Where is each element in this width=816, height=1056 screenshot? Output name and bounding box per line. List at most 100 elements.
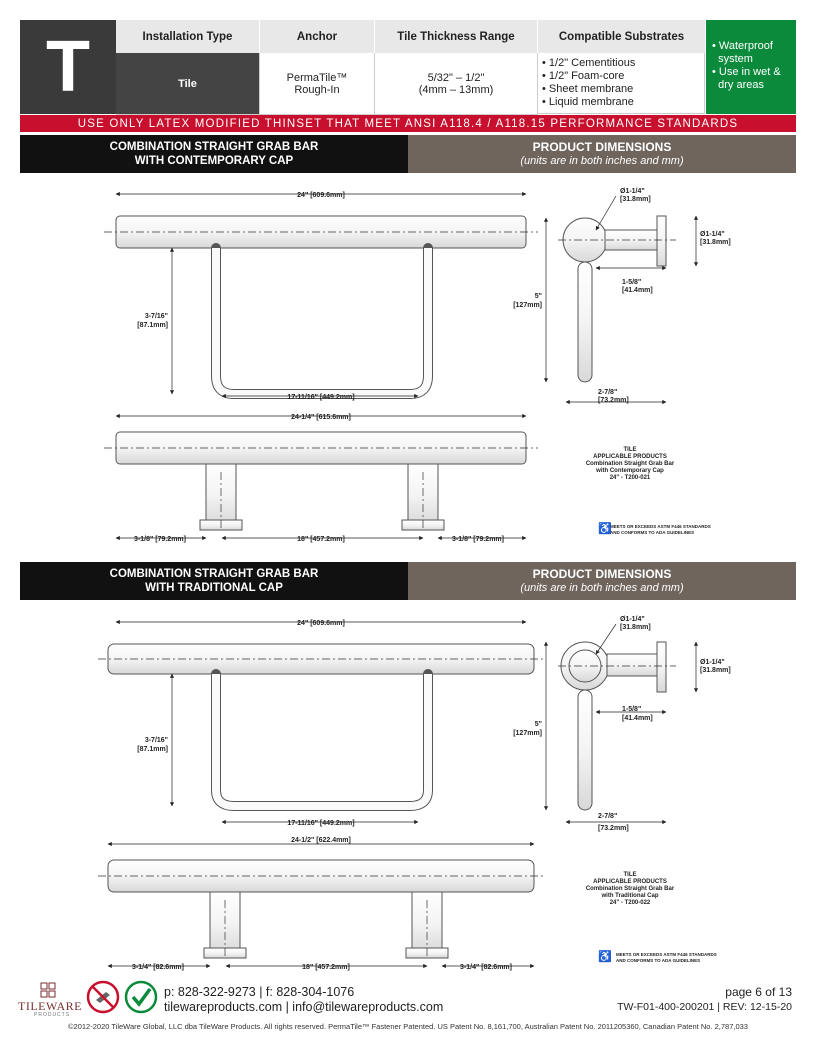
side-h-a: 5" <box>535 293 542 300</box>
side-dia-b: [31.8mm] <box>620 196 651 203</box>
dim-height-a-2: 3-7/16" <box>145 737 168 744</box>
side-depth-a: 2-7/8" <box>598 389 617 396</box>
side-flange <box>656 215 667 267</box>
side-dia2-a-2: Ø1-1/4" <box>700 659 725 666</box>
side-dia-a: Ø1-1/4" <box>620 188 645 195</box>
waterproof-box: • Waterproof system • Use in wet & dry a… <box>706 20 796 114</box>
footer-web[interactable]: tilewareproducts.com | info@tilewareprod… <box>164 1000 444 1014</box>
dim-left: 3-1/8" [79.2mm] <box>134 536 186 543</box>
doc-revision: TW-F01-400-200201 | REV: 12-15-20 <box>617 1001 792 1013</box>
side-h-b-2: [127mm] <box>513 730 542 737</box>
side-flange-2 <box>656 641 667 693</box>
green-line-4: dry areas <box>712 79 764 91</box>
section2-dims-header: PRODUCT DIMENSIONS (units are in both in… <box>408 562 796 600</box>
front-loop-fill <box>212 248 432 398</box>
col-header-anchor: Anchor <box>260 20 375 53</box>
side-post-2 <box>577 689 593 811</box>
dim-right-2: 3-1/4" [82.6mm] <box>460 964 512 971</box>
section2-dims-title: PRODUCT DIMENSIONS <box>532 567 672 581</box>
side-dia2-b: [31.8mm] <box>700 239 731 246</box>
product2-line-1: TILE <box>624 872 637 878</box>
thickness-line-1: 5/32" – 1/2" <box>427 71 485 84</box>
thinset-notice: USE ONLY LATEX MODIFIED THINSET THAT MEE… <box>20 115 796 132</box>
substrate-1: • 1/2" Cementitious <box>542 57 636 69</box>
dim-height-b: [87.1mm] <box>137 322 168 329</box>
side-h-a-2: 5" <box>535 721 542 728</box>
front-loop <box>211 243 433 399</box>
anchor-value: PermaTile™ Rough-In <box>260 53 375 115</box>
substrate-2: • 1/2" Foam-core <box>542 70 625 82</box>
wheelchair-icon-2: ♿ <box>598 950 612 963</box>
dim-top: 24" [609.6mm] <box>297 192 345 199</box>
product2-line-5: 24" - T200-022 <box>610 900 651 906</box>
ada-line-1: MEETS OR EXCEEDS ASTM F446 STANDARDS <box>610 524 711 529</box>
product-line-3: Combination Straight Grab Bar <box>586 461 675 467</box>
side-proj-a-2: 1-5/8" <box>622 706 641 713</box>
front-loop-2 <box>212 674 432 810</box>
section1-dims-header: PRODUCT DIMENSIONS (units are in both in… <box>408 135 796 173</box>
dim-center-2: 18" [457.2mm] <box>302 964 350 971</box>
dim-height-a: 3-7/16" <box>145 313 168 320</box>
dim-overall: 24-1/4" [615.6mm] <box>291 414 351 421</box>
drawing-traditional: 24" [609.6mm] 3-7/16" [87.1mm] 17-11/16"… <box>98 616 731 971</box>
substrate-3: • Sheet membrane <box>542 83 634 95</box>
green-line-1: • Waterproof <box>712 40 773 52</box>
front-bar <box>115 215 527 249</box>
product-line-2: APPLICABLE PRODUCTS <box>593 454 667 460</box>
dim-right: 3-1/8" [79.2mm] <box>452 536 504 543</box>
product-line-1: TILE <box>624 447 637 453</box>
section1-dims-sub: (units are in both inches and mm) <box>520 155 684 167</box>
product2-line-3: Combination Straight Grab Bar <box>586 886 675 892</box>
side-dia2-a: Ø1-1/4" <box>700 231 725 238</box>
side-h-b: [127mm] <box>513 302 542 309</box>
footer-phone: p: 828-322-9273 | f: 828-304-1076 <box>164 985 355 999</box>
ada2-line-1: MEETS OR EXCEEDS ASTM F446 STANDARDS <box>616 952 717 957</box>
anchor-line-1: PermaTile™ <box>286 71 348 84</box>
side-depth-b: [73.2mm] <box>598 397 629 404</box>
thickness-value: 5/32" – 1/2" (4mm – 13mm) <box>375 53 538 115</box>
section2-title-line-1: COMBINATION STRAIGHT GRAB BAR <box>109 568 319 580</box>
installation-type-value: Tile <box>116 53 260 115</box>
side-proj-b: [41.4mm] <box>622 287 653 294</box>
section2-dims-sub: (units are in both inches and mm) <box>520 582 684 594</box>
side-arm-2 <box>606 653 658 677</box>
col-header-substrates: Compatible Substrates <box>538 20 706 53</box>
substrates-value: • 1/2" Cementitious • 1/2" Foam-core • S… <box>538 53 705 114</box>
substrate-4: • Liquid membrane <box>542 96 634 108</box>
side-post <box>577 261 593 383</box>
tileware-logo-sub: PRODUCTS <box>34 1012 71 1018</box>
anchor-line-2: Rough-In <box>294 83 340 96</box>
dim-left-2: 3-1/4" [82.6mm] <box>132 964 184 971</box>
side-dia-a-2: Ø1-1/4" <box>620 616 645 623</box>
tileware-logo-mark <box>40 982 56 998</box>
section1-dims-title: PRODUCT DIMENSIONS <box>532 140 672 154</box>
green-line-2: system <box>712 53 753 65</box>
wheelchair-icon: ♿ <box>598 522 612 535</box>
dim-top-2: 24" [609.6mm] <box>297 620 345 627</box>
dim-inner-2: 17-11/16" [449.2mm] <box>287 820 354 827</box>
no-drill-icon <box>86 980 120 1014</box>
side-proj-a: 1-5/8" <box>622 279 641 286</box>
side-dia-b-2: [31.8mm] <box>620 624 651 631</box>
section1-title-line-2: WITH CONTEMPORARY CAP <box>134 155 294 167</box>
section2-title-line-2: WITH TRADITIONAL CAP <box>145 582 283 594</box>
installation-letter: T <box>20 20 116 114</box>
copyright: ©2012-2020 TileWare Global, LLC dba Tile… <box>68 1022 748 1031</box>
product2-line-2: APPLICABLE PRODUCTS <box>593 879 667 885</box>
side-depth-b-2: [73.2mm] <box>598 825 629 832</box>
page-number: page 6 of 13 <box>725 985 792 999</box>
product2-line-4: with Traditional Cap <box>600 893 658 899</box>
dim-height-b-2: [87.1mm] <box>137 746 168 753</box>
section2-title: COMBINATION STRAIGHT GRAB BAR WITH TRADI… <box>20 562 408 600</box>
product-line-4: with Contemporary Cap <box>595 468 664 474</box>
side-proj-b-2: [41.4mm] <box>622 715 653 722</box>
bottom-bar <box>115 431 527 465</box>
side-dia2-b-2: [31.8mm] <box>700 667 731 674</box>
dim-center: 18" [457.2mm] <box>297 536 345 543</box>
product-line-5: 24" - T200-021 <box>610 475 651 481</box>
ada-line-2: AND CONFORMS TO ADA GUIDELINES <box>610 530 694 535</box>
footer-page-info: page 6 of 13 TW-F01-400-200201 | REV: 12… <box>617 985 792 1015</box>
col-header-tile-thickness: Tile Thickness Range <box>375 20 538 53</box>
ada2-line-2: AND CONFORMS TO ADA GUIDELINES <box>616 958 700 963</box>
dim-inner: 17-11/16" [449.2mm] <box>287 394 354 401</box>
